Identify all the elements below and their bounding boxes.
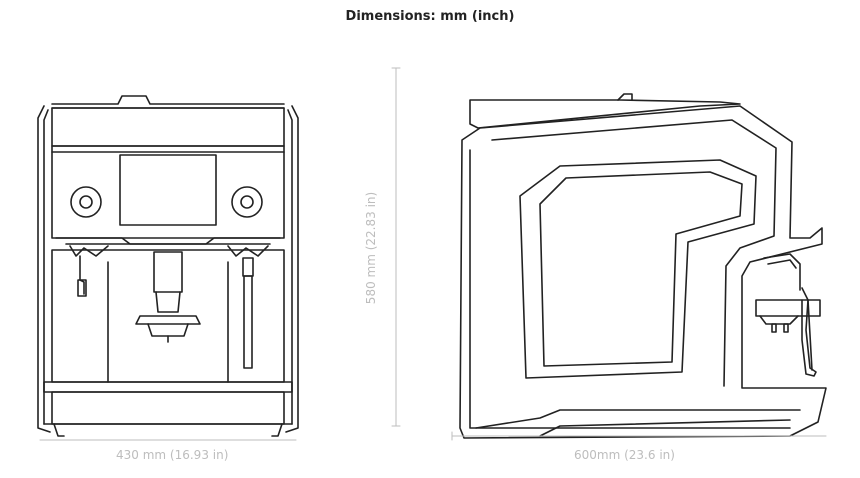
diagram-title: Dimensions: mm (inch): [345, 9, 515, 24]
height-dimension-label: 580 mm (22.83 in): [364, 191, 378, 305]
depth-dimension-label: 600mm (23.6 in): [574, 448, 675, 462]
dimension-lines: [39, 67, 827, 441]
front-view: [37, 95, 299, 437]
side-view: [459, 93, 827, 439]
width-dimension-label: 430 mm (16.93 in): [116, 448, 229, 462]
